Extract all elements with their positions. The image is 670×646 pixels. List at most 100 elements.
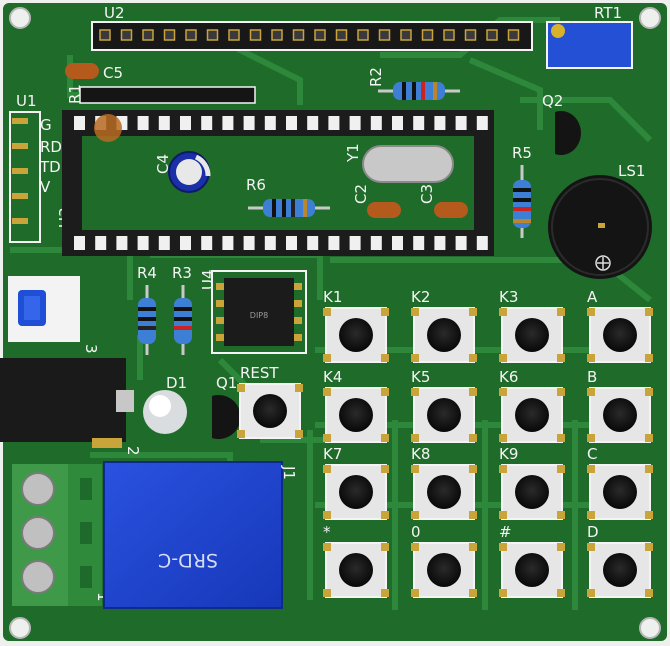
- jumper-block: [8, 276, 80, 342]
- socket-pin: [222, 116, 234, 130]
- socket-pin: [455, 236, 467, 250]
- keypad-button-D[interactable]: [587, 542, 653, 598]
- keypad-label: B: [587, 368, 597, 386]
- keypad-label: K8: [411, 445, 430, 463]
- header-pin: [185, 29, 197, 41]
- header-pin: [142, 29, 154, 41]
- header-pin: [292, 29, 305, 41]
- socket-pin: [307, 116, 319, 130]
- keypad-label: K4: [323, 368, 342, 386]
- keypad-button-K6[interactable]: [499, 387, 565, 443]
- header-u2: [91, 21, 533, 51]
- label-c3: C3: [418, 184, 436, 204]
- potentiometer-rt1: [546, 21, 633, 69]
- keypad-button-K4[interactable]: [323, 387, 389, 443]
- resistor-r2: [378, 82, 460, 100]
- keypad-button-C[interactable]: [587, 464, 653, 520]
- keypad-label: K9: [499, 445, 518, 463]
- socket-pin: [243, 116, 255, 130]
- keypad-label: K5: [411, 368, 430, 386]
- keypad-label: K6: [499, 368, 518, 386]
- socket-pin: [476, 116, 488, 130]
- keypad-label: K7: [323, 445, 342, 463]
- label-pin-g: G: [40, 116, 52, 134]
- socket-pin: [264, 236, 276, 250]
- socket-pin: [434, 116, 446, 130]
- header-pin: [249, 29, 262, 41]
- header-pin: [163, 29, 176, 41]
- header-pin: [120, 29, 133, 41]
- mounting-holes: [9, 7, 661, 639]
- connector-u1: [9, 111, 41, 243]
- socket-pin: [137, 236, 149, 250]
- socket-pin: [349, 116, 361, 130]
- keypad-button-B[interactable]: [587, 387, 653, 443]
- label-r4: R4: [137, 264, 157, 282]
- keypad-button-0[interactable]: [411, 542, 477, 598]
- keypad-button-K3[interactable]: [499, 307, 565, 363]
- keypad-label: A: [587, 288, 598, 306]
- keypad-button-K9[interactable]: [499, 464, 565, 520]
- socket-pin: [328, 236, 340, 250]
- socket-pin: [95, 236, 107, 250]
- socket-pin: [74, 116, 85, 130]
- socket-pin: [137, 116, 149, 130]
- socket-pin: [413, 116, 425, 130]
- header-pin: [206, 29, 219, 41]
- keypad-button-K2[interactable]: [411, 307, 477, 363]
- socket-pin: [158, 236, 170, 250]
- dc-jack-j3: [0, 358, 134, 448]
- socket-pin: [264, 116, 276, 130]
- resistor-r1: [79, 86, 256, 104]
- terminal-block-j2: [12, 464, 102, 606]
- keypad-button-*[interactable]: [323, 542, 389, 598]
- keypad-label: C: [587, 445, 597, 463]
- keypad-label: #: [499, 523, 512, 541]
- label-c4: C4: [154, 154, 172, 174]
- keypad-button-K7[interactable]: [323, 464, 389, 520]
- label-pin-rd: RD: [40, 138, 62, 156]
- socket-pin: [307, 236, 319, 250]
- label-r3: R3: [172, 264, 192, 282]
- socket-pin: [434, 236, 446, 250]
- socket-pin: [370, 236, 382, 250]
- resistor-r3: [174, 285, 192, 355]
- keypad-button-#[interactable]: [499, 542, 565, 598]
- label-r2: R2: [367, 67, 385, 87]
- keypad-button-K1[interactable]: [323, 307, 389, 363]
- capacitor-c2: [367, 202, 401, 218]
- socket-pin: [222, 236, 234, 250]
- keypad-label: 0: [411, 523, 421, 541]
- keypad-label: D: [587, 523, 599, 541]
- label-dip8: DIP8: [250, 311, 268, 320]
- header-pin: [421, 29, 434, 41]
- relay-k: [103, 461, 283, 609]
- label-r5: R5: [512, 144, 532, 162]
- socket-pin: [392, 116, 403, 130]
- capacitor-c5: [65, 63, 99, 79]
- socket-pin: [413, 236, 425, 250]
- header-pin: [228, 29, 240, 41]
- label-pin-td: TD: [39, 158, 61, 176]
- reset-button[interactable]: [237, 383, 303, 439]
- label-c2: C2: [352, 184, 370, 204]
- socket-pin: [158, 116, 170, 130]
- keypad-button-K8[interactable]: [411, 464, 477, 520]
- keypad-button-A[interactable]: [587, 307, 653, 363]
- label-u2: U2: [104, 4, 125, 22]
- header-pin: [314, 29, 326, 41]
- label-y1: Y1: [344, 143, 362, 163]
- socket-pin: [392, 236, 403, 250]
- socket-pin: [180, 236, 191, 250]
- mounting-hole-bl: [9, 617, 31, 639]
- label-ls1: LS1: [618, 162, 645, 180]
- keypad-label: *: [323, 523, 331, 541]
- header-pin: [335, 29, 348, 41]
- socket-pin: [286, 116, 297, 130]
- label-j1: J1: [280, 465, 298, 480]
- keypad-button-K5[interactable]: [411, 387, 477, 443]
- mounting-hole-tr: [639, 7, 661, 29]
- header-pin: [400, 29, 412, 41]
